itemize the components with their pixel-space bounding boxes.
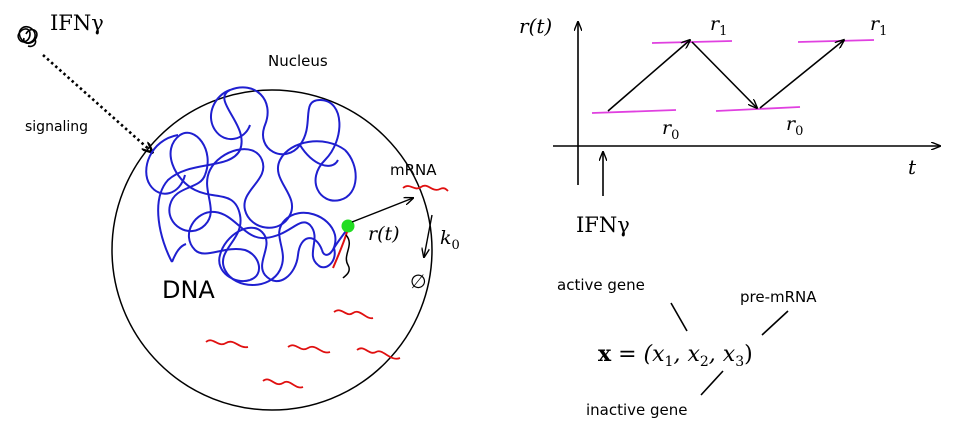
mrna-free: [402, 184, 449, 192]
ifn-molecule-icon: [17, 25, 38, 48]
active-gene-site: [341, 219, 355, 233]
nucleus-label: Nucleus: [268, 52, 328, 70]
pre-mrna-label: pre-mRNA: [740, 288, 817, 306]
inactive-gene-label: inactive gene: [586, 401, 688, 419]
r1-label-b: r1: [870, 13, 887, 39]
level-r0-b: [715, 106, 801, 112]
degraded-symbol: ∅: [410, 271, 427, 293]
r0-label-b: r0: [786, 113, 803, 139]
switch-up-2: [759, 40, 844, 109]
x-axis-label: t: [908, 155, 917, 179]
active-gene-label: active gene: [557, 276, 645, 294]
rate-switches: [607, 40, 844, 112]
decay-arrow: [424, 214, 433, 257]
mrna-molecules: [205, 309, 401, 389]
active-gene-pointer: [670, 302, 688, 332]
switch-up-1: [607, 40, 690, 112]
pre-mrna-strand: [342, 234, 351, 279]
r1-label-a: r1: [710, 13, 727, 39]
decay-label: k0: [440, 227, 460, 253]
signaling-arrow: [42, 54, 152, 152]
dna-strand: [145, 86, 357, 286]
y-axis-label: r(t): [519, 14, 552, 38]
dna-label: DNA: [162, 276, 215, 304]
nucleus-boundary: [111, 89, 433, 411]
stimulus-label: IFNγ: [576, 213, 630, 237]
mrna-label: mRNA: [390, 161, 437, 179]
level-r1-b: [797, 39, 875, 43]
state-vector-equation: x = (x1, x2, x3): [598, 341, 753, 370]
signaling-label: signaling: [25, 119, 88, 135]
switch-down: [691, 41, 757, 108]
inactive-gene-pointer: [700, 370, 724, 396]
level-r0-a: [591, 109, 677, 114]
rate-label: r(t): [368, 223, 400, 245]
pre-mrna-pointer: [761, 310, 789, 336]
transcription-arrow: [351, 198, 413, 223]
r0-label-a: r0: [662, 117, 679, 143]
ifn-label: IFNγ: [50, 11, 104, 35]
